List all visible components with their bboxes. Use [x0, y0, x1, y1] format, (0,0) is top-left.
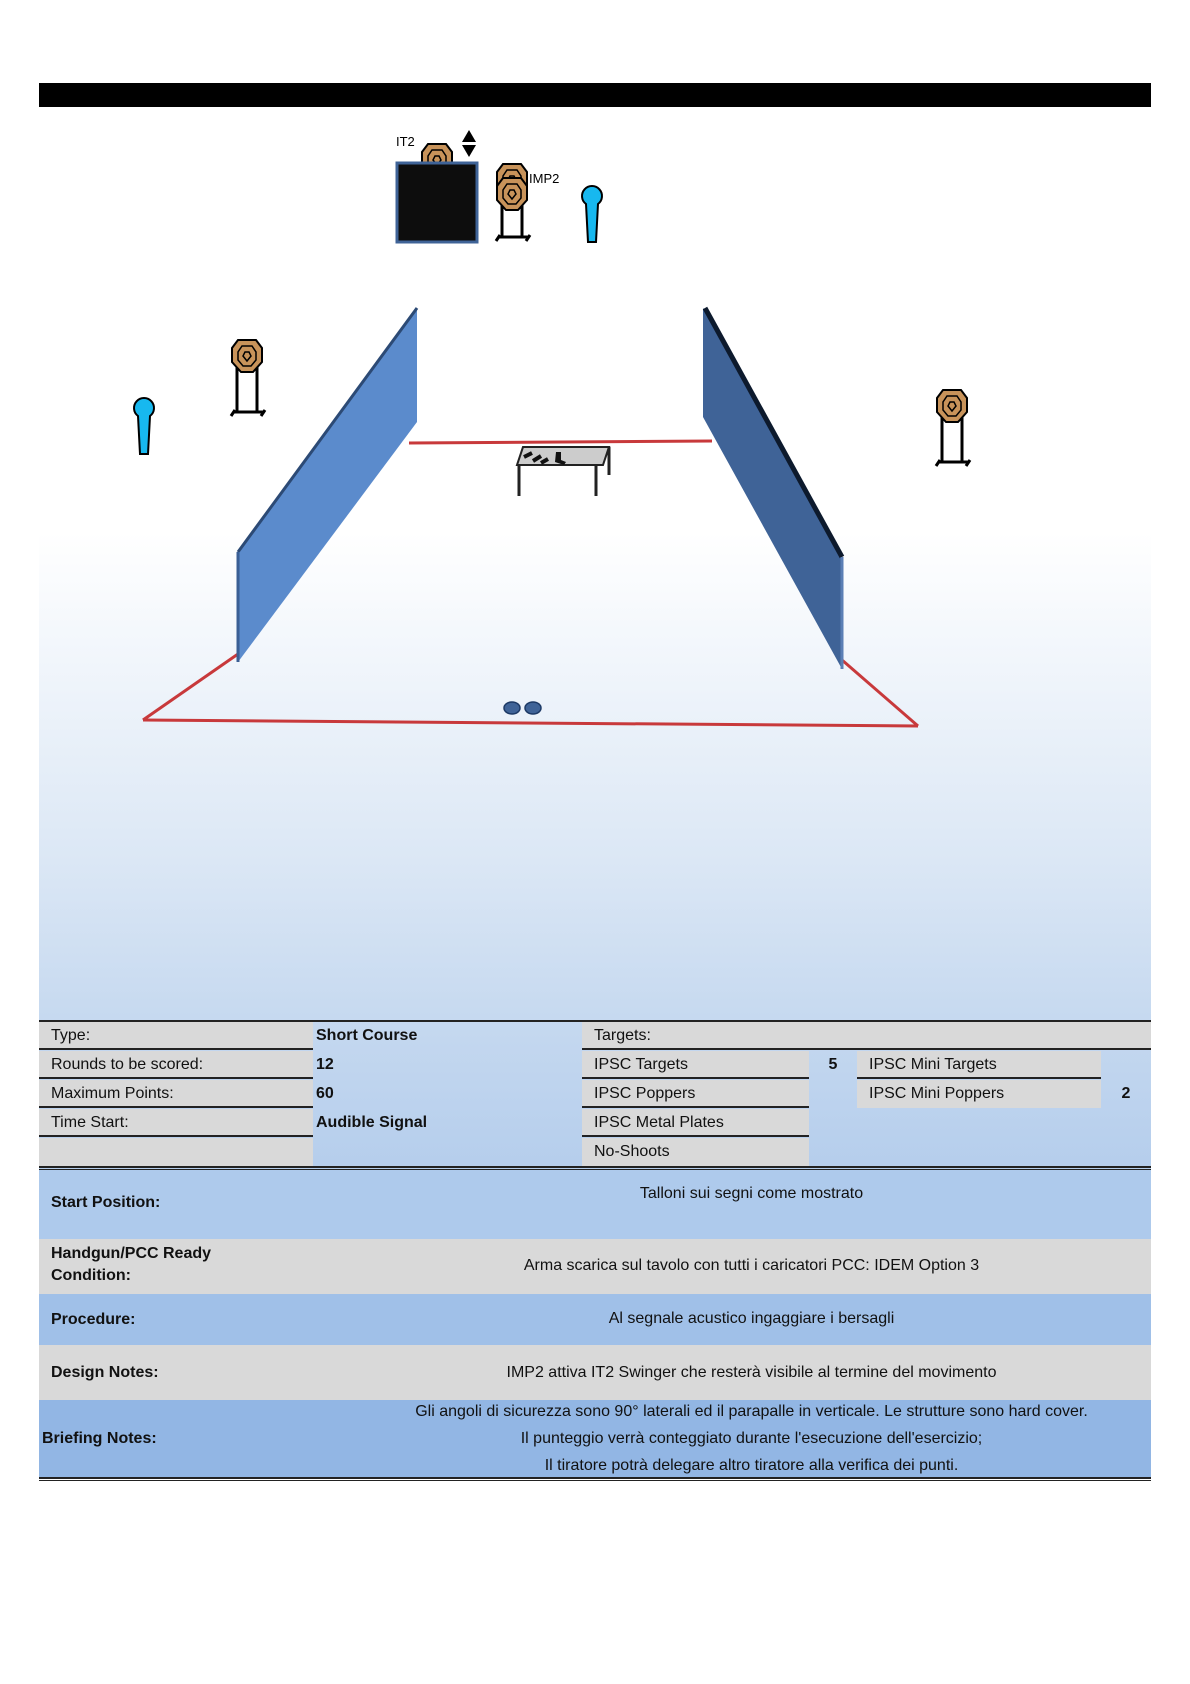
points-label: Maximum Points: [39, 1080, 313, 1108]
imp2-label: IMP2 [529, 171, 559, 186]
it2-target [395, 143, 479, 244]
target-type: IPSC Targets [582, 1051, 809, 1079]
fault-lines [142, 439, 919, 728]
target-type: IPSC Poppers [582, 1080, 809, 1108]
type-value: Short Course [316, 1027, 418, 1044]
header-bar [39, 83, 1151, 107]
design-notes-label: Design Notes: [51, 1364, 159, 1381]
target-left [229, 339, 267, 418]
target-count [809, 1080, 857, 1108]
briefing-line: Gli angoli di sicurezza sono 90° lateral… [415, 1403, 1088, 1420]
briefing-notes-row: Briefing Notes: Gli angoli di sicurezza … [39, 1400, 1151, 1477]
ready-condition-value: Arma scarica sul tavolo con tutti i cari… [523, 1257, 980, 1274]
wall-left [236, 307, 419, 662]
procedure-row: Procedure: Al segnale acustico ingaggiar… [39, 1294, 1151, 1345]
mini-target-type: IPSC Mini Targets [857, 1051, 1101, 1079]
swinger-arrow-icon [462, 130, 476, 157]
start-position-marks [503, 701, 542, 715]
rounds-value: 12 [316, 1056, 334, 1073]
start-position-label: Start Position: [51, 1194, 161, 1211]
mini-target-count: 2 [1121, 1085, 1131, 1102]
start-position-row: Start Position: Talloni sui segni come m… [39, 1170, 1151, 1239]
empty-cell [39, 1138, 313, 1166]
stage-diagram: IT2 IMP2 [133, 130, 972, 728]
targets-label: Targets: [582, 1022, 1151, 1050]
time-start-label: Time Start: [39, 1109, 313, 1137]
no-shoot-top [581, 185, 603, 243]
design-notes-row: Design Notes: IMP2 attiva IT2 Swinger ch… [39, 1345, 1151, 1400]
mini-target-count [1101, 1051, 1151, 1079]
procedure-label: Procedure: [51, 1311, 136, 1328]
start-position-value: Talloni sui segni come mostrato [639, 1185, 864, 1202]
design-notes-value: IMP2 attiva IT2 Swinger che resterà visi… [506, 1364, 997, 1381]
target-right [934, 389, 972, 468]
no-shoot-left [133, 397, 155, 455]
briefing-notes-text: Gli angoli di sicurezza sono 90° lateral… [352, 1398, 1151, 1479]
briefing-line: Il punteggio verrà conteggiato durante l… [520, 1430, 983, 1447]
mini-target-type: IPSC Mini Poppers [857, 1080, 1101, 1108]
wall-right [702, 306, 845, 669]
type-label: Type: [39, 1022, 313, 1050]
points-value: 60 [316, 1085, 334, 1102]
rounds-label: Rounds to be scored: [39, 1051, 313, 1079]
time-start-value: Audible Signal [316, 1114, 428, 1131]
procedure-value: Al segnale acustico ingaggiare i bersagl… [608, 1310, 895, 1327]
table-icon [515, 446, 611, 496]
briefing-line: Il tiratore potrà delegare altro tirator… [544, 1457, 959, 1474]
it2-label: IT2 [396, 134, 415, 149]
imp2-popper [494, 163, 532, 243]
target-type: No-Shoots [582, 1138, 809, 1166]
target-type: IPSC Metal Plates [582, 1109, 809, 1137]
target-count: 5 [828, 1056, 838, 1073]
briefing-notes-label: Briefing Notes: [42, 1430, 157, 1447]
